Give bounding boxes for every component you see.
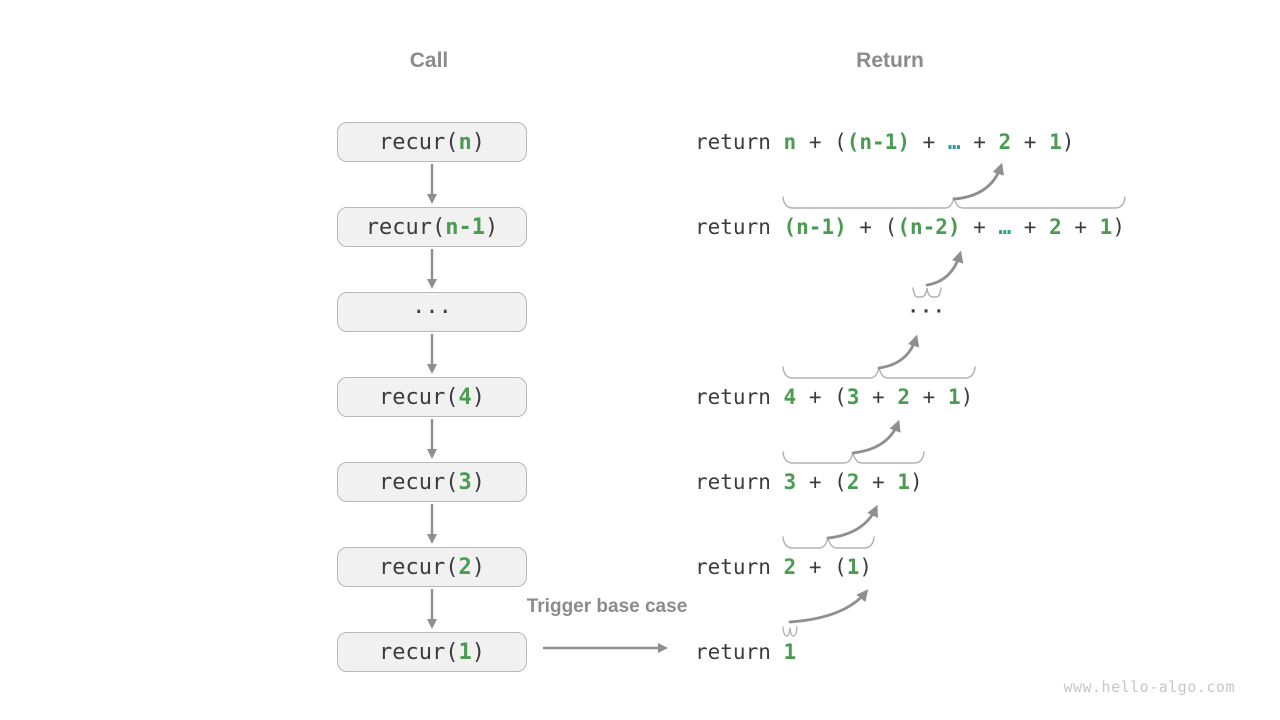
expression-brace bbox=[782, 196, 1126, 209]
expression-brace bbox=[782, 366, 976, 379]
code-segment: 1 bbox=[897, 470, 910, 494]
code-segment: return bbox=[695, 470, 784, 494]
code-segment: + ( bbox=[796, 555, 847, 579]
code-segment: 2 bbox=[998, 130, 1012, 154]
code-segment: + bbox=[859, 470, 898, 494]
code-segment: 2 bbox=[1049, 215, 1062, 239]
return-line-2: return 2 + (1) bbox=[695, 553, 872, 581]
code-segment: 4 bbox=[783, 385, 797, 409]
code-segment: ) bbox=[484, 214, 499, 240]
code-segment: 1 bbox=[1049, 130, 1062, 154]
code-segment: recur( bbox=[379, 554, 459, 580]
code-segment: ) bbox=[1061, 130, 1075, 154]
code-segment: 2 bbox=[783, 555, 797, 579]
code-segment: 1 bbox=[947, 385, 961, 409]
return-line-4: return 4 + (3 + 2 + 1) bbox=[695, 383, 973, 411]
code-segment: … bbox=[998, 215, 1012, 239]
call-box-recur-2: recur(2) bbox=[337, 547, 527, 587]
code-segment: (n-1) bbox=[846, 130, 910, 154]
return-line-1: return 1 bbox=[695, 638, 796, 666]
return-line-ellipsis: ··· bbox=[897, 298, 957, 326]
code-segment: ) bbox=[1112, 215, 1125, 239]
code-segment: ) bbox=[960, 385, 974, 409]
code-segment: ) bbox=[471, 554, 485, 580]
code-segment: ) bbox=[859, 555, 873, 579]
code-segment: 2 bbox=[897, 385, 910, 409]
code-segment: + bbox=[1011, 130, 1050, 154]
code-segment: ) bbox=[471, 469, 485, 495]
code-segment: (n-1) bbox=[783, 215, 847, 239]
code-segment: + bbox=[1061, 215, 1100, 239]
return-column-header: Return bbox=[856, 49, 924, 72]
code-segment: return bbox=[695, 215, 784, 239]
code-segment: + ( bbox=[846, 215, 898, 239]
code-segment: 1 bbox=[846, 555, 860, 579]
code-segment: + ( bbox=[796, 130, 847, 154]
return-line-n-1: return (n-1) + ((n-2) + … + 2 + 1) bbox=[695, 213, 1125, 241]
code-segment: n-1 bbox=[445, 214, 485, 240]
code-segment: return bbox=[695, 385, 784, 409]
code-segment: + bbox=[1011, 215, 1050, 239]
code-segment: ) bbox=[471, 129, 485, 155]
code-segment: 3 bbox=[783, 470, 797, 494]
code-segment: 3 bbox=[458, 469, 472, 495]
code-segment: ··· bbox=[907, 301, 947, 322]
code-segment: + ( bbox=[796, 470, 847, 494]
return-merge-arrow bbox=[851, 419, 901, 455]
code-segment: recur( bbox=[379, 469, 459, 495]
call-box-ellipsis: ··· bbox=[337, 292, 527, 332]
trigger-base-case-label: Trigger base case bbox=[526, 596, 688, 617]
code-segment: + ( bbox=[796, 385, 847, 409]
watermark: www.hello-algo.com bbox=[1063, 678, 1235, 696]
code-segment: (n-2) bbox=[897, 215, 961, 239]
code-segment: 2 bbox=[846, 470, 860, 494]
expression-brace bbox=[782, 536, 875, 549]
code-segment: n bbox=[783, 130, 797, 154]
code-segment: … bbox=[947, 130, 961, 154]
return-merge-arrow bbox=[788, 589, 869, 624]
code-segment: ) bbox=[910, 470, 923, 494]
call-column-header: Call bbox=[409, 49, 449, 72]
code-segment: 4 bbox=[458, 384, 472, 410]
return-merge-arrow bbox=[925, 250, 964, 287]
code-segment: 1 bbox=[783, 640, 797, 664]
code-segment: 2 bbox=[458, 554, 472, 580]
expression-brace bbox=[782, 451, 925, 464]
code-segment: recur( bbox=[379, 384, 459, 410]
code-segment: return bbox=[695, 640, 784, 664]
return-merge-arrow bbox=[952, 162, 1004, 201]
return-line-3: return 3 + (2 + 1) bbox=[695, 468, 923, 496]
code-segment: recur( bbox=[365, 214, 446, 240]
call-box-recur-n-1: recur(n-1) bbox=[337, 207, 527, 247]
code-segment: 3 bbox=[846, 385, 860, 409]
code-segment: + bbox=[960, 215, 999, 239]
call-box-recur-3: recur(3) bbox=[337, 462, 527, 502]
code-segment: n bbox=[458, 129, 472, 155]
code-segment: + bbox=[960, 130, 999, 154]
return-merge-arrow bbox=[826, 504, 878, 540]
code-segment: ··· bbox=[412, 299, 452, 325]
code-segment: recur( bbox=[379, 639, 459, 665]
return-line-n: return n + ((n-1) + … + 2 + 1) bbox=[695, 128, 1074, 156]
return-merge-arrow bbox=[877, 334, 920, 370]
expression-brace bbox=[912, 287, 942, 298]
code-segment: + bbox=[859, 385, 898, 409]
code-segment: 1 bbox=[1099, 215, 1113, 239]
code-segment: return bbox=[695, 555, 784, 579]
expression-brace bbox=[782, 626, 798, 637]
code-segment: + bbox=[909, 130, 948, 154]
call-box-recur-n: recur(n) bbox=[337, 122, 527, 162]
code-segment: + bbox=[910, 385, 948, 409]
code-segment: ) bbox=[471, 639, 485, 665]
code-segment: 1 bbox=[458, 639, 472, 665]
code-segment: recur( bbox=[379, 129, 459, 155]
code-segment: ) bbox=[471, 384, 485, 410]
call-box-recur-1: recur(1) bbox=[337, 632, 527, 672]
call-box-recur-4: recur(4) bbox=[337, 377, 527, 417]
code-segment: return bbox=[695, 130, 784, 154]
